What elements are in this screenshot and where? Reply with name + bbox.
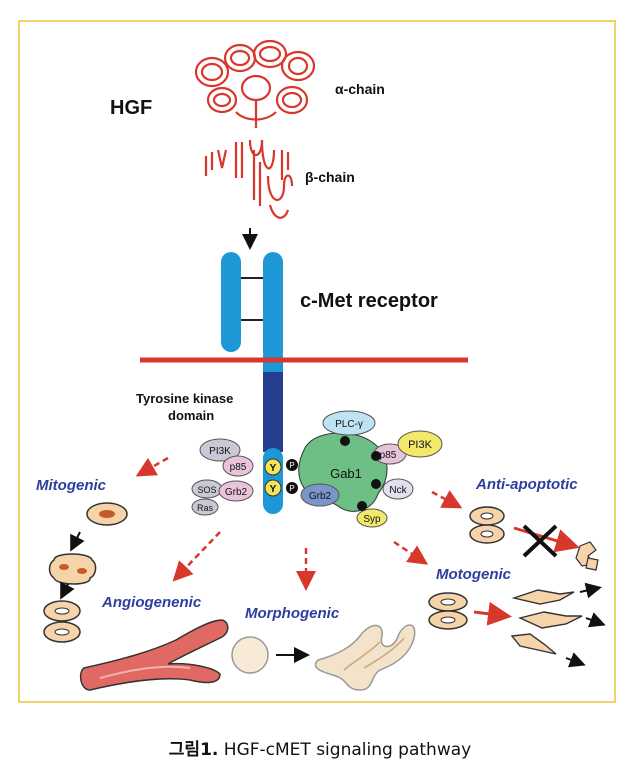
caption-text: HGF-cMET signaling pathway [223, 740, 472, 760]
beta-chain-label: β-chain [305, 169, 355, 185]
p85-left-label: p85 [230, 462, 247, 473]
nck-label: Nck [389, 485, 407, 496]
gab1-complex: Gab1 PLC-γ p85 PI3K Grb2 Nck Syp [298, 410, 443, 528]
grb2-left-label: Grb2 [225, 487, 248, 498]
outcome-mitogenic: Mitogenic [36, 477, 107, 494]
outcome-arrows [135, 456, 463, 591]
tyrosine-y-2: Y [270, 484, 277, 495]
motogenic-cells [428, 582, 606, 668]
outcome-angiogenenic: Angiogenenic [101, 594, 202, 611]
ras-label: Ras [197, 503, 214, 513]
pi3k-right-label: PI3K [408, 439, 433, 451]
morphogenic-structures [231, 624, 416, 691]
caption-number: 그림1. [168, 740, 219, 760]
hgf-alpha-chain [194, 39, 316, 128]
phospho-tyrosines: Y Y P P [264, 458, 298, 497]
receptor-label: c-Met receptor [300, 290, 438, 312]
tyrosine-y-1: Y [270, 463, 277, 474]
kinase-domain-label-line2: domain [168, 408, 214, 423]
syp-label: Syp [363, 514, 381, 525]
hgf-beta-chain [204, 139, 294, 219]
angiogenic-vessel [79, 619, 229, 691]
anti-apoptotic-cells [469, 506, 599, 571]
alpha-chain-label: α-chain [335, 81, 385, 97]
p85-right-label: p85 [380, 450, 397, 461]
pi3k-left-label: PI3K [209, 446, 231, 457]
sos-label: SOS [197, 485, 216, 495]
plc-gamma-label: PLC-γ [335, 419, 363, 430]
gab1-label: Gab1 [330, 466, 362, 481]
grb2-right-label: Grb2 [309, 491, 332, 502]
phosphate-p-1: P [289, 461, 294, 470]
outcome-morphogenic: Morphogenic [245, 605, 340, 622]
outcome-motogenic: Motogenic [436, 566, 512, 583]
phosphate-p-2: P [289, 484, 294, 493]
figure-caption: 그림1. HGF-cMET signaling pathway [0, 735, 640, 760]
mitogenic-cells [43, 502, 128, 643]
left-adaptor-complex: PI3K p85 SOS Grb2 Ras [191, 438, 254, 516]
kinase-domain-label-line1: Tyrosine kinase [136, 391, 233, 406]
hgf-label: HGF [110, 97, 152, 119]
outcome-anti-apoptotic: Anti-apoptotic [475, 476, 578, 493]
